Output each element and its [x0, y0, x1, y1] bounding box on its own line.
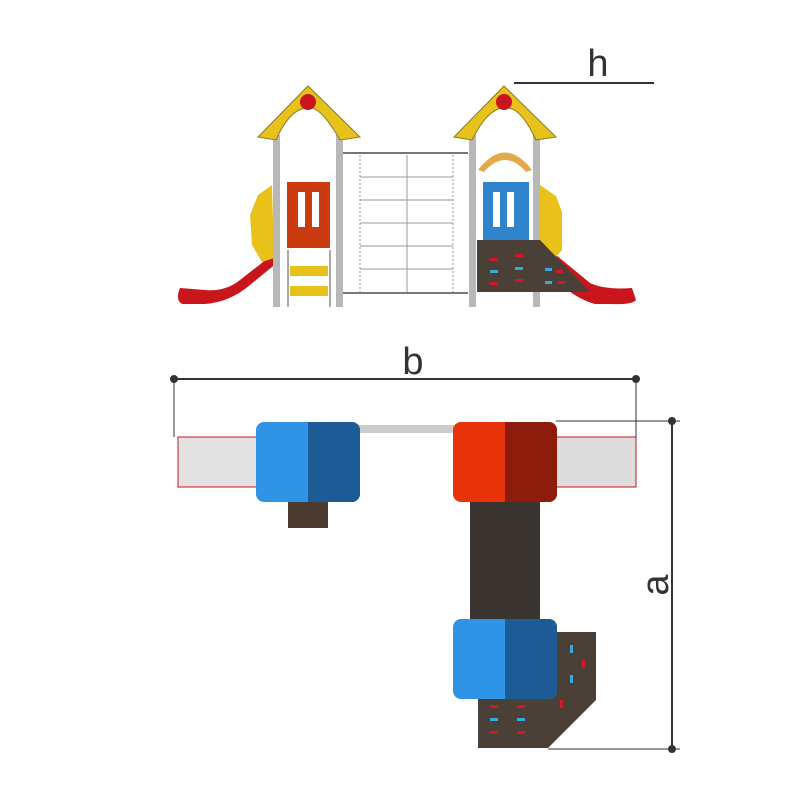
flower-ornament: [496, 94, 512, 110]
width-label: b: [402, 341, 423, 383]
tower-roof-blue-left: [256, 422, 360, 502]
ladder-step: [290, 286, 328, 296]
tower-roof-blue-bottom: [453, 619, 557, 699]
dimension-h: h: [514, 43, 654, 85]
ladder-step: [290, 266, 328, 276]
climbing-wall: [477, 240, 590, 292]
front-elevation: [177, 85, 636, 307]
left-red-panel: [287, 182, 330, 248]
panel-slot: [493, 192, 500, 227]
climbing-net: [342, 152, 468, 294]
right-slide: [548, 255, 636, 305]
post: [336, 135, 343, 307]
left-slide-plan: [177, 436, 261, 488]
ladder-plan: [288, 500, 328, 528]
panel-slot: [507, 192, 514, 227]
left-side-panel: [250, 185, 274, 262]
depth-label: a: [635, 574, 677, 596]
right-blue-panel: [483, 182, 529, 240]
climbing-holds: [490, 254, 565, 285]
post: [533, 135, 540, 307]
right-arch: [478, 152, 532, 172]
plan-view: [177, 422, 637, 748]
tower-roof-red: [453, 422, 557, 502]
climbing-holds-plan: [490, 645, 585, 734]
right-side-panel: [540, 185, 562, 262]
height-label: h: [587, 43, 608, 85]
panel-slot: [312, 192, 319, 227]
dimension-b: b: [170, 341, 640, 437]
climbing-wall-plan: [478, 632, 596, 748]
net-plan: [358, 425, 454, 433]
dimension-a: a: [548, 417, 680, 753]
bridge-plan: [470, 498, 540, 623]
panel-slot: [298, 192, 305, 227]
post: [273, 135, 280, 307]
right-slide-plan: [551, 436, 637, 488]
left-slide: [177, 255, 278, 304]
post: [469, 135, 476, 307]
flower-ornament: [300, 94, 316, 110]
